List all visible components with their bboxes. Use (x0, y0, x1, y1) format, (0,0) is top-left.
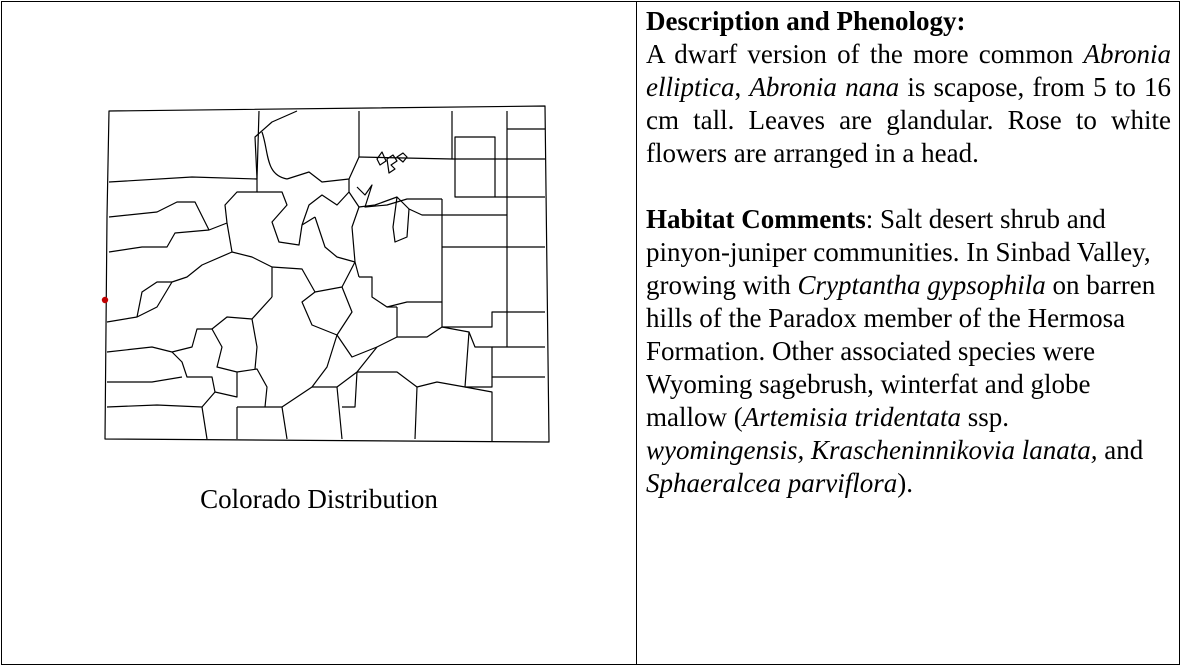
species-name: Cryptantha gypsophila (797, 270, 1046, 300)
text-cell: Description and Phenology:A dwarf versio… (637, 2, 1179, 664)
occurrence-dot (101, 296, 109, 304)
habitat-heading: Habitat Comments (646, 204, 866, 234)
description-paragraph: Description and Phenology:A dwarf versio… (646, 6, 1172, 168)
map-cell: Colorado Distribution (2, 2, 637, 664)
county-boundaries (104, 105, 550, 443)
description-heading: Description and Phenology: (646, 6, 966, 36)
state-outline (104, 105, 550, 443)
species-name: Sphaeralcea parviflora (646, 468, 898, 498)
species-name: Artemisia tridentata (742, 402, 961, 432)
species-name: wyomingensis, Krascheninnikovia lanata, (646, 435, 1098, 465)
species-name: Abronia nana (749, 72, 900, 102)
colorado-county-map (97, 97, 557, 447)
map-caption: Colorado Distribution (200, 484, 438, 514)
map-svg (101, 105, 550, 443)
species-name: Abronia elliptica (646, 39, 1171, 102)
paragraph-gap (646, 170, 1171, 203)
habitat-paragraph: Habitat Comments: Salt desert shrub and … (646, 204, 1156, 498)
